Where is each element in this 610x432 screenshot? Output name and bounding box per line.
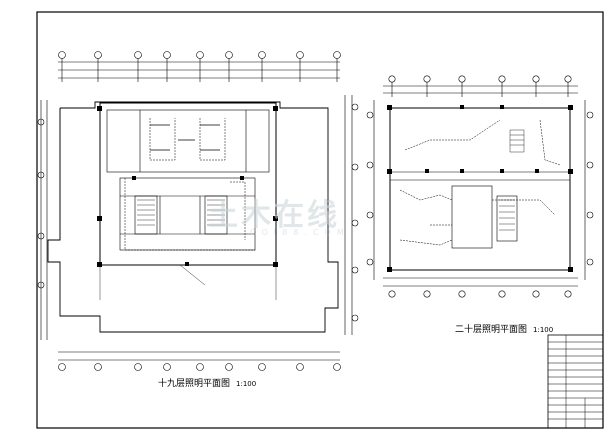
- left-floor-plan: [37, 51, 359, 371]
- right-floor-plan: [366, 75, 594, 298]
- right-plan-title: 二十层照明平面图 1:100: [455, 322, 553, 335]
- right-plan-title-text: 二十层照明平面图: [455, 325, 528, 335]
- right-grid-top: [388, 75, 572, 83]
- watermark-sub: COI88.COM: [250, 228, 350, 237]
- title-block: [547, 334, 604, 429]
- left-grid-top: [58, 51, 341, 59]
- sheet-frame: [36, 11, 604, 429]
- right-grid-bottom: [388, 290, 572, 298]
- left-plan-scale: 1:100: [236, 380, 257, 388]
- left-plan-title-text: 十九层照明平面图: [158, 379, 231, 389]
- left-plan-title: 十九层照明平面图 1:100: [158, 376, 256, 389]
- watermark: 土木在线: [208, 198, 340, 233]
- left-grid-bottom: [58, 363, 341, 371]
- right-plan-scale: 1:100: [533, 326, 554, 334]
